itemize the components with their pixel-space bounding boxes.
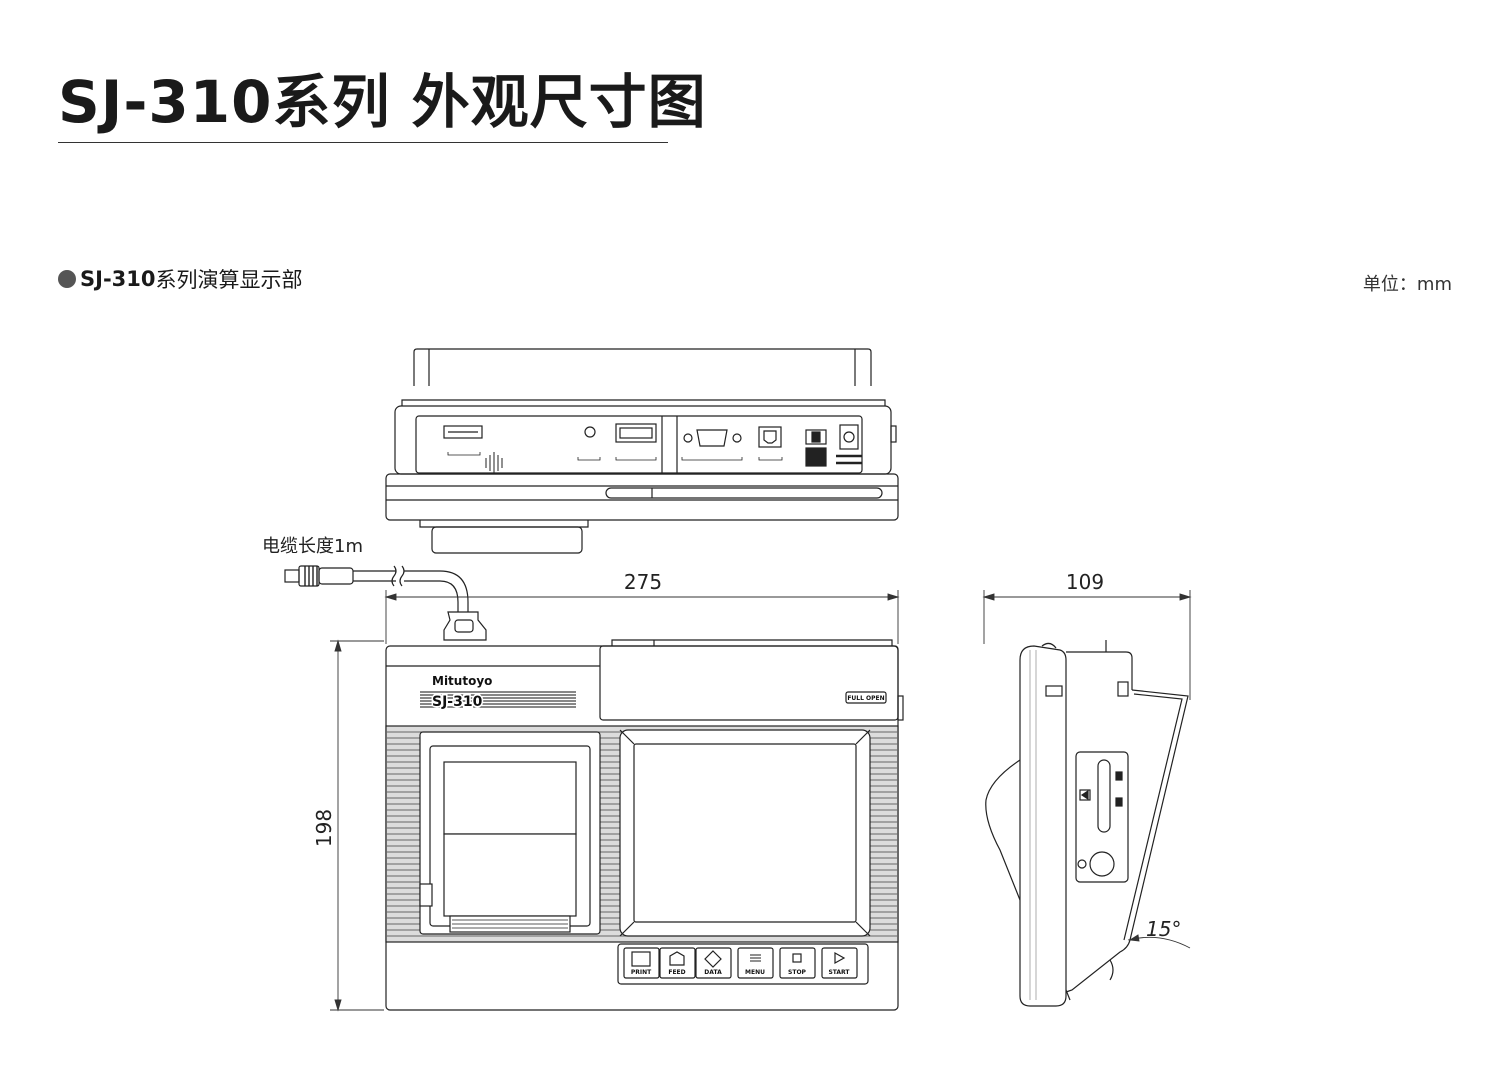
key-menu-label: MENU [745, 969, 765, 976]
key-print-label: PRINT [631, 969, 652, 976]
unit-label: 单位：mm [1362, 274, 1452, 295]
angle-dimension-label: 15° [1146, 917, 1181, 941]
key-stop-label: STOP [788, 969, 807, 976]
top-view [385, 348, 899, 554]
key-feed-label: FEED [668, 969, 685, 976]
bullet-icon [58, 270, 76, 288]
front-view: Mitutoyo SJ-310 FULL OPEN PRINT FEED DAT [385, 639, 904, 1011]
dimensions [330, 590, 1192, 1012]
model-name-plate: SJ-310 [432, 694, 483, 710]
cable [284, 565, 487, 641]
key-stop: STOP [779, 947, 816, 979]
key-print: PRINT [623, 947, 660, 979]
key-data-label: DATA [704, 969, 722, 976]
section-text: 系列演算显示部 [155, 268, 303, 292]
width-dimension-label: 275 [624, 570, 662, 594]
side-view [985, 640, 1189, 1007]
key-start: START [821, 947, 858, 979]
height-dimension-label: 198 [312, 809, 336, 847]
section-heading: SJ-310 系列演算显示部 [58, 264, 303, 294]
depth-dimension-label: 109 [1066, 570, 1104, 594]
page-title: SJ-310系列 外观尺寸图 [58, 68, 707, 136]
key-feed: FEED [659, 947, 696, 979]
cable-length-label: 电缆长度1m [262, 536, 363, 557]
key-menu: MENU [737, 947, 774, 979]
full-open-label: FULL OPEN [847, 695, 884, 702]
title-underline [58, 142, 668, 143]
key-start-label: START [828, 969, 850, 976]
key-data: DATA [695, 947, 732, 979]
section-model: SJ-310 [80, 267, 156, 291]
brand-logo: Mitutoyo [432, 674, 492, 688]
